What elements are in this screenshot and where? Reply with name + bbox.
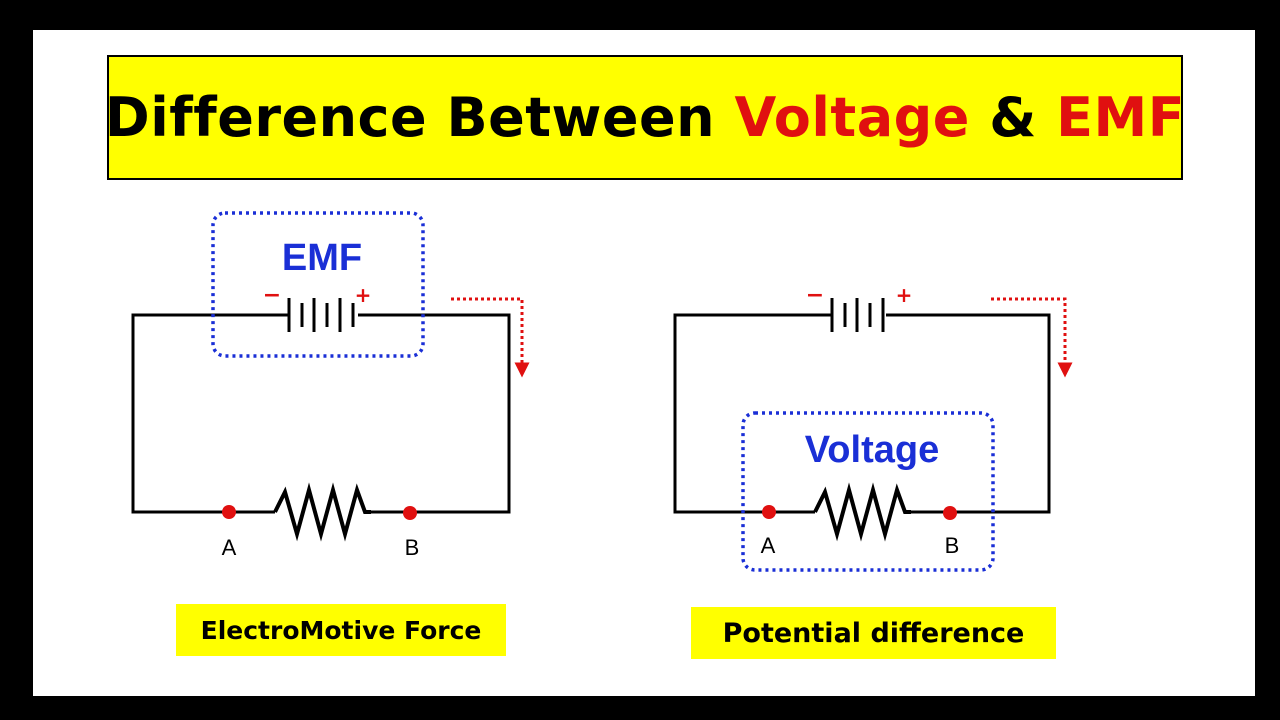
right-resistor-symbol (813, 482, 911, 542)
left-current-arrow (451, 297, 530, 378)
right-point-b-dot (943, 506, 957, 520)
title-banner: Difference Between Voltage & EMF (105, 55, 1185, 180)
right-point-a-dot (762, 505, 776, 519)
left-battery-symbol (287, 298, 355, 332)
title-voltage: Voltage (734, 86, 970, 149)
title-part-1: Difference Between (104, 86, 735, 149)
title-part-2: & (969, 86, 1057, 149)
right-minus-sign: − (806, 283, 824, 308)
emf-caption: ElectroMotive Force (176, 604, 506, 656)
left-circuit: A B − + EMF (131, 211, 530, 560)
left-point-b-dot (403, 506, 417, 520)
left-point-a-dot (222, 505, 236, 519)
right-wire-loop (673, 313, 1051, 514)
title-emf: EMF (1056, 86, 1186, 149)
right-plus-sign: + (896, 283, 913, 307)
emf-box-label: EMF (282, 237, 362, 279)
left-plus-sign: + (355, 283, 372, 307)
left-point-b-label: B (405, 535, 420, 560)
right-circuit: A B − + Voltage (673, 283, 1073, 572)
left-wire-loop (131, 313, 511, 514)
voltage-caption: Potential difference (691, 607, 1056, 659)
voltage-box-label: Voltage (805, 429, 939, 471)
voltage-highlight-box (741, 411, 995, 572)
left-point-a-label: A (222, 535, 237, 560)
right-current-arrow (991, 297, 1073, 378)
emf-highlight-box (211, 211, 425, 358)
left-minus-sign: − (263, 283, 281, 308)
right-battery-symbol (830, 298, 885, 332)
right-point-b-label: B (945, 533, 960, 558)
page-title: Difference Between Voltage & EMF (105, 86, 1185, 149)
right-point-a-label: A (761, 533, 776, 558)
left-resistor-symbol (273, 482, 371, 542)
